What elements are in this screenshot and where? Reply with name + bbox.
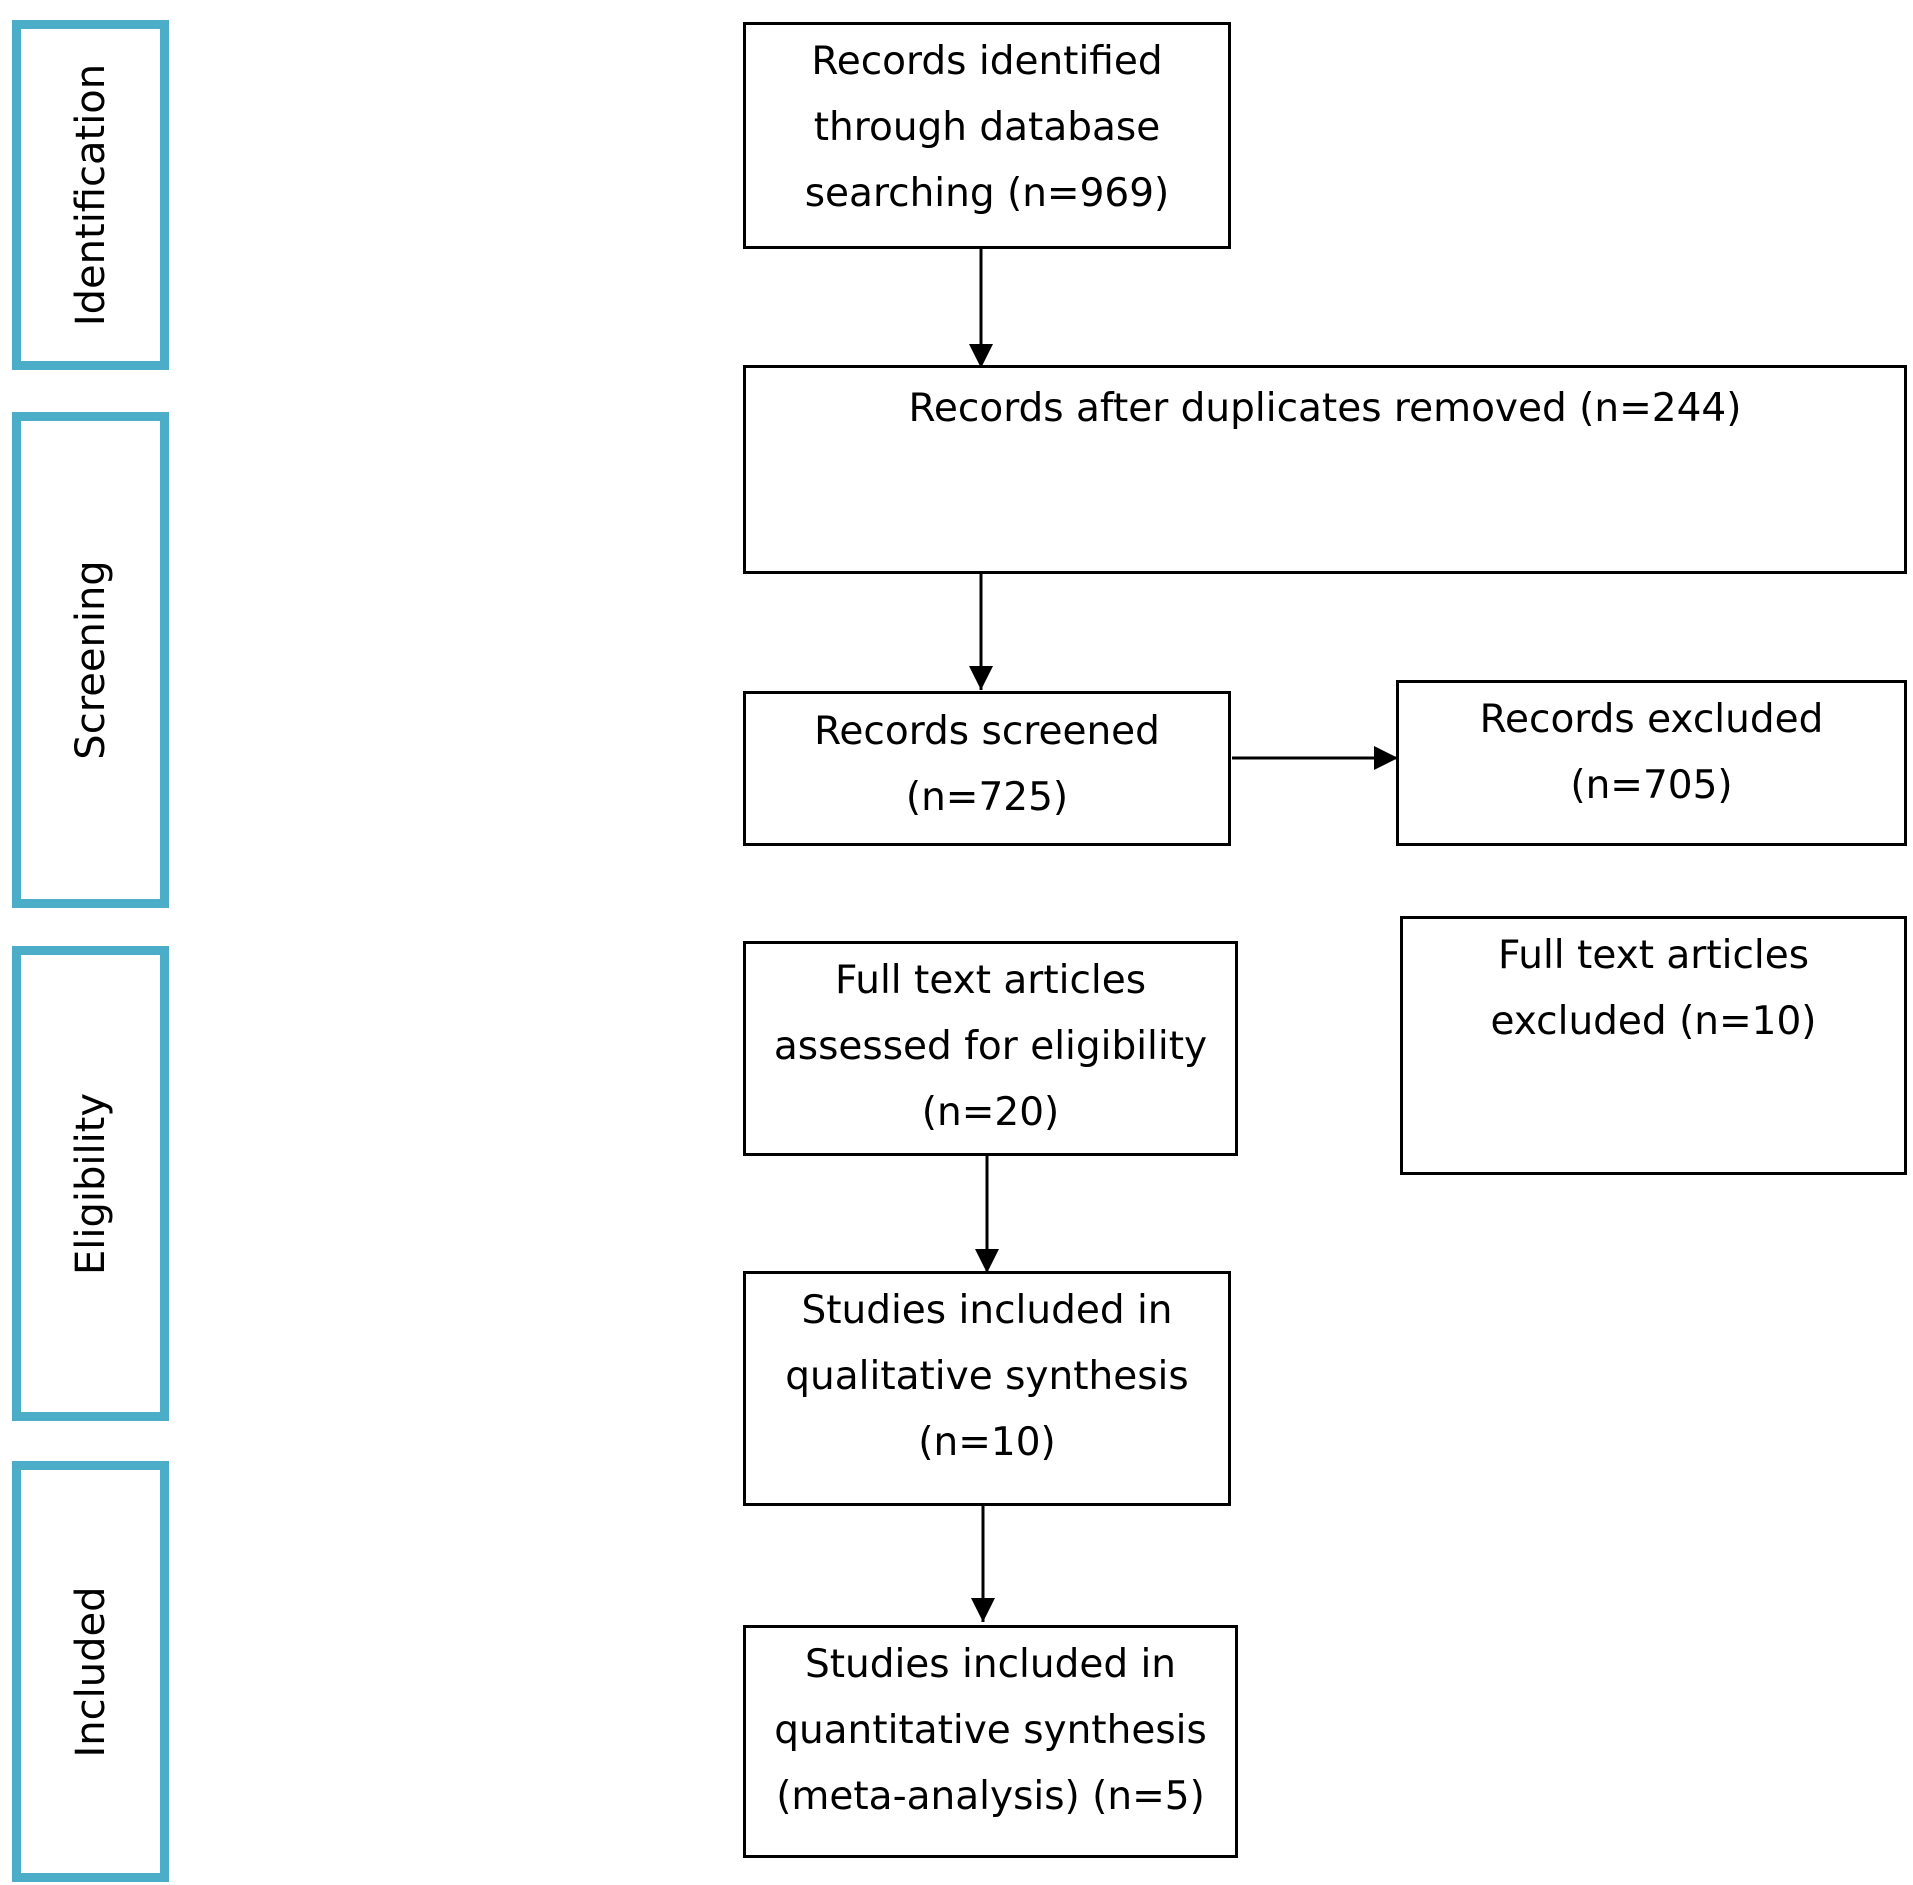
box-full-text-assessed: Full text articles assessed for eligibil… bbox=[743, 941, 1238, 1156]
box-qualitative-synthesis-line-2: qualitative synthesis bbox=[785, 1354, 1189, 1399]
box-records-screened-line-1: Records screened bbox=[814, 709, 1160, 754]
box-quantitative-synthesis-line-2: quantitative synthesis bbox=[774, 1708, 1207, 1753]
box-records-screened: Records screened (n=725) bbox=[743, 691, 1231, 846]
box-records-identified-line-1: Records identified bbox=[811, 39, 1163, 84]
stage-screening: Screening bbox=[12, 412, 169, 908]
box-records-identified-line-2: through database bbox=[813, 105, 1161, 150]
box-quantitative-synthesis-line-1: Studies included in bbox=[804, 1642, 1177, 1687]
stage-included: Included bbox=[12, 1461, 169, 1882]
stage-identification: Identification bbox=[12, 20, 169, 370]
box-records-identified: Records identified through database sear… bbox=[743, 22, 1231, 249]
box-qualitative-synthesis: Studies included in qualitative synthesi… bbox=[743, 1271, 1231, 1506]
box-records-identified-line-3: searching (n=969) bbox=[804, 171, 1170, 216]
box-records-excluded-line-2: (n=705) bbox=[1570, 763, 1733, 808]
arrowhead-duplicates-to-screened bbox=[969, 666, 993, 690]
arrowhead-qualitative-to-quantitative bbox=[971, 1598, 995, 1622]
box-full-text-excluded: Full text articles excluded (n=10) bbox=[1400, 916, 1907, 1175]
box-records-screened-line-2: (n=725) bbox=[905, 775, 1069, 820]
box-full-text-assessed-line-1: Full text articles bbox=[834, 958, 1147, 1003]
box-duplicates-removed-line-1: Records after duplicates removed (n=244) bbox=[908, 386, 1742, 431]
box-quantitative-synthesis-line-3: (meta-analysis) (n=5) bbox=[776, 1774, 1205, 1819]
box-quantitative-synthesis: Studies included in quantitative synthes… bbox=[743, 1625, 1238, 1858]
box-records-excluded: Records excluded (n=705) bbox=[1396, 680, 1907, 846]
stage-eligibility: Eligibility bbox=[12, 946, 169, 1421]
box-full-text-excluded-line-1: Full text articles bbox=[1497, 933, 1810, 978]
box-qualitative-synthesis-line-3: (n=10) bbox=[918, 1420, 1056, 1465]
arrowhead-assessed-to-qualitative bbox=[975, 1249, 999, 1273]
box-full-text-excluded-line-2: excluded (n=10) bbox=[1490, 999, 1817, 1044]
arrowhead-identified-to-duplicates bbox=[969, 344, 993, 368]
box-full-text-assessed-line-2: assessed for eligibility bbox=[773, 1024, 1208, 1069]
arrowhead-screened-to-excluded bbox=[1374, 746, 1398, 770]
box-duplicates-removed: Records after duplicates removed (n=244) bbox=[743, 365, 1907, 574]
box-full-text-assessed-line-3: (n=20) bbox=[921, 1090, 1060, 1135]
box-records-excluded-line-1: Records excluded bbox=[1479, 697, 1824, 742]
box-qualitative-synthesis-line-1: Studies included in bbox=[801, 1288, 1173, 1333]
